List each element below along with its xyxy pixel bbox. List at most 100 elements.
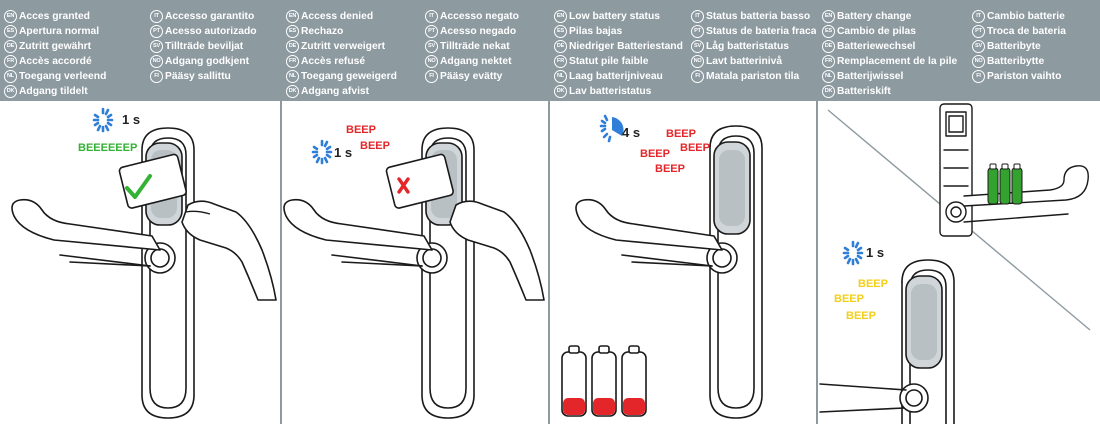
lang-badge: EN (822, 10, 835, 23)
lang-text: Troca de bateria (987, 26, 1066, 37)
lang-badge: PT (691, 25, 704, 38)
lang-badge: FR (4, 55, 17, 68)
beep-label: BEEP (655, 163, 685, 175)
lang-text: Lav batteristatus (569, 86, 652, 97)
timer-icon (599, 114, 624, 143)
lang-badge: SV (691, 40, 704, 53)
lang-badge: FI (691, 70, 704, 83)
battery-icon (621, 345, 647, 417)
lang-text: Tillträde beviljat (165, 41, 244, 52)
lang-text: Accesso garantito (165, 11, 255, 22)
lang-text: Lavt batterinivå (706, 56, 783, 67)
lang-badge: EN (554, 10, 567, 23)
lang-badge: IT (150, 10, 163, 23)
denied-icon (397, 177, 410, 194)
lang-text: Cambio de pilas (837, 26, 916, 37)
lang-badge: PT (972, 25, 985, 38)
beep-label: BEEP (346, 124, 376, 136)
lang-badge: FR (554, 55, 567, 68)
lang-text: Batteriewechsel (837, 41, 916, 52)
door-handle-illustration (283, 127, 545, 419)
duration-label: 1 s (334, 145, 353, 160)
battery-icon (999, 163, 1011, 205)
lang-text: Accès accordé (19, 56, 92, 67)
lang-text: Zutritt gewährt (19, 41, 92, 52)
lang-text: Apertura normal (19, 26, 100, 37)
lang-badge: DK (286, 85, 299, 98)
lang-text: Acces granted (19, 11, 90, 22)
lang-text: Batteriskift (837, 86, 891, 97)
lang-badge: FI (150, 70, 163, 83)
beep-label: BEEP (360, 140, 390, 152)
lang-badge: DK (554, 85, 567, 98)
lang-text: Battery change (837, 11, 912, 22)
lang-badge: FI (425, 70, 438, 83)
beep-label: BEEP (640, 148, 670, 160)
lang-text: Rechazo (301, 26, 344, 37)
timer-icon (311, 139, 333, 165)
lang-text: Batteribytte (987, 56, 1045, 67)
lang-badge: NL (286, 70, 299, 83)
battery-group (987, 163, 1023, 205)
lang-text: Remplacement de la pile (837, 56, 958, 67)
beep-label: BEEP (846, 310, 876, 322)
battery-icon (987, 163, 999, 205)
lang-text: Låg batteristatus (706, 41, 789, 52)
lang-text: Adgang godkjent (165, 56, 250, 67)
lang-text: Statut pile faible (569, 56, 649, 67)
lang-text: Acesso negado (440, 26, 517, 37)
door-handle-illustration (561, 114, 763, 419)
lang-text: Accès refusé (301, 56, 366, 67)
lang-text: Pilas bajas (569, 26, 623, 37)
duration-label: 1 s (866, 245, 885, 260)
lang-text: Zutritt verweigert (301, 41, 386, 52)
battery-icon (1011, 163, 1023, 205)
lang-badge: PT (150, 25, 163, 38)
lang-text: Matala pariston tila (706, 71, 800, 82)
lang-badge: DE (822, 40, 835, 53)
lang-badge: DE (4, 40, 17, 53)
lang-text: Toegang verleend (19, 71, 107, 82)
beep-label: BEEP (834, 293, 864, 305)
lang-text: Adgang nektet (440, 56, 512, 67)
lang-badge: DE (554, 40, 567, 53)
lang-badge: NO (425, 55, 438, 68)
lang-badge: SV (972, 40, 985, 53)
lang-text: Acesso autorizado (165, 26, 257, 37)
battery-icon (591, 345, 617, 417)
lang-text: Cambio batterie (987, 11, 1065, 22)
duration-label: 4 s (622, 125, 641, 140)
timer-icon (92, 107, 114, 133)
lang-badge: IT (691, 10, 704, 23)
battery-change-illustration (819, 103, 1091, 424)
beep-label: BEEP (666, 128, 696, 140)
